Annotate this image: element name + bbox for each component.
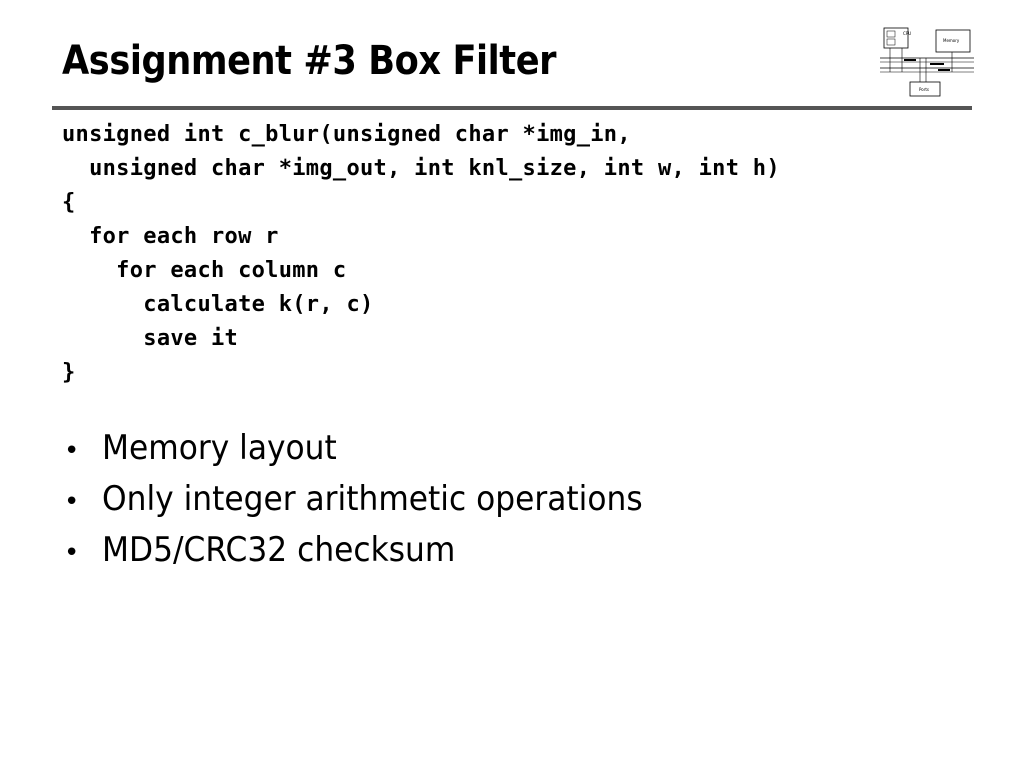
bullet-item: • Memory layout [62,424,690,475]
bullet-text: Memory layout [102,428,337,468]
code-line: } [62,360,76,385]
bullet-item: • Only integer arithmetic operations [62,475,690,526]
logo-ports-label: Ports [919,87,929,92]
bullet-list: • Memory layout • Only integer arithmeti… [62,424,690,577]
code-block: unsigned int c_blur(unsigned char *img_i… [62,118,780,390]
bullet-dot-icon: • [64,436,80,466]
code-line: unsigned char *img_out, int knl_size, in… [62,156,780,181]
title-divider [52,106,972,110]
code-line: save it [62,326,239,351]
bullet-text: Only integer arithmetic operations [102,479,643,519]
bullet-dot-icon: • [64,538,80,568]
logo-memory-label: Memory [943,38,960,43]
code-line: for each row r [62,224,279,249]
bullet-item: • MD5/CRC32 checksum [62,526,690,577]
code-line: unsigned int c_blur(unsigned char *img_i… [62,122,631,147]
code-line: { [62,190,76,215]
code-line: calculate k(r, c) [62,292,374,317]
system-diagram-icon: CPU Memory Ports [880,26,974,98]
bullet-text: MD5/CRC32 checksum [102,530,456,570]
bullet-dot-icon: • [64,487,80,517]
logo-cpu-label: CPU [903,31,911,36]
slide-title: Assignment #3 Box Filter [62,38,557,84]
code-line: for each column c [62,258,347,283]
